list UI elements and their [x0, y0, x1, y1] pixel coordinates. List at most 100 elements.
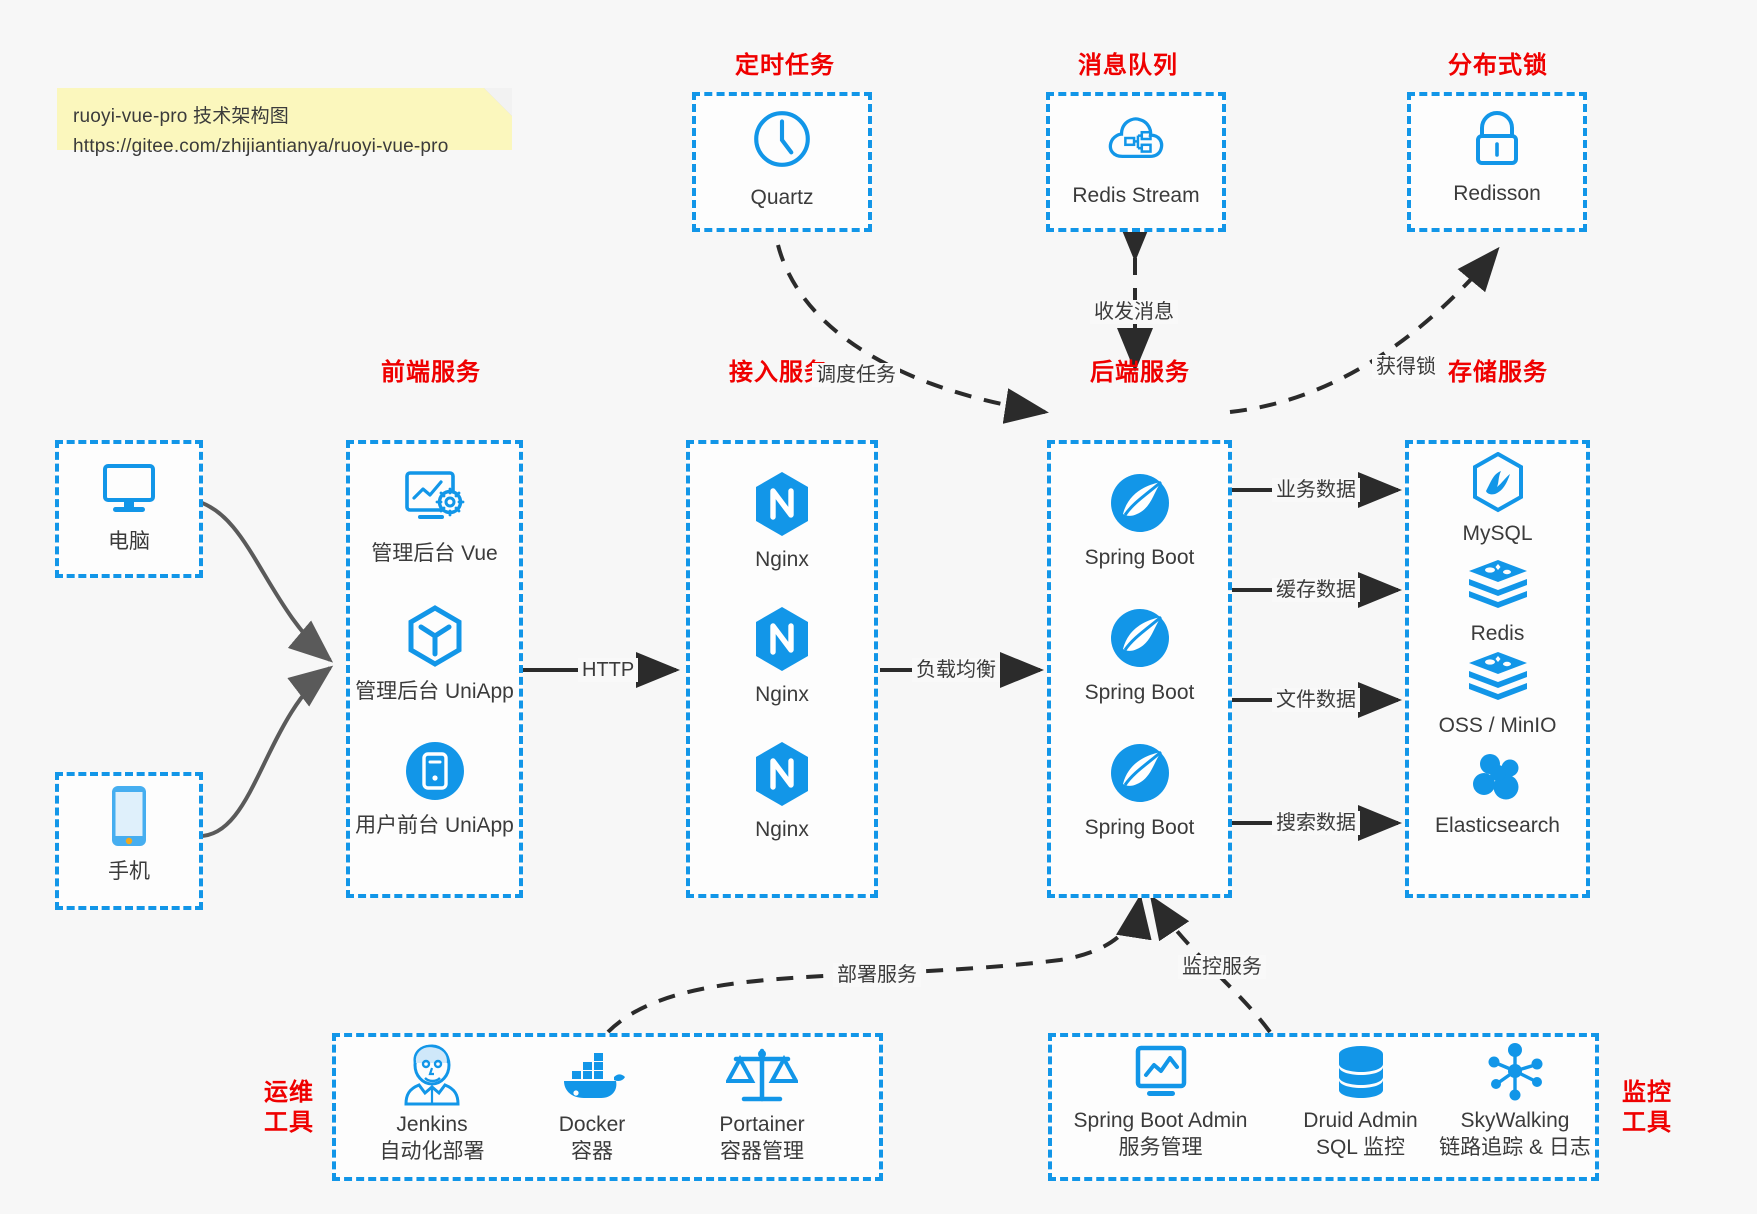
monitor-tool-druid-admin[interactable]: Druid Admin SQL 监控	[1273, 1043, 1448, 1162]
object-storage-icon	[1468, 652, 1527, 700]
node-user-uniapp[interactable]: 用户前台 UniApp	[346, 740, 523, 839]
nginx-icon	[756, 607, 808, 671]
monitor-tools-title-line2: 工具	[1622, 1109, 1672, 1136]
monitor-tool-name-skywalking: SkyWalking	[1460, 1109, 1570, 1132]
spring-boot-icon	[1110, 474, 1169, 532]
group-title-backend-service: 后端服务	[1090, 359, 1190, 386]
node-spring-boot-2[interactable]: Spring Boot	[1047, 605, 1232, 706]
node-label-nginx-3: Nginx	[755, 818, 809, 841]
node-label-admin-vue: 管理后台 Vue	[371, 542, 498, 565]
edge-label-acquire-lock: 获得锁	[1372, 355, 1440, 379]
skywalking-nodes-icon	[1488, 1043, 1543, 1101]
spring-boot-icon	[1110, 609, 1169, 667]
node-label-spring-boot-2: Spring Boot	[1084, 681, 1195, 704]
group-title-monitor-tools: 监控 工具	[1610, 1078, 1684, 1138]
note-fold	[484, 88, 512, 116]
ops-tool-name-jenkins: Jenkins	[396, 1113, 468, 1136]
node-label-redis-stream: Redis Stream	[1072, 184, 1200, 207]
edge-label-send-receive-message: 收发消息	[1090, 300, 1178, 324]
ops-tool-name-portainer: Portainer	[719, 1113, 805, 1136]
group-title-ops-tools: 运维 工具	[252, 1078, 326, 1138]
node-redisson[interactable]: Redisson	[1407, 106, 1587, 207]
diagram-note: ruoyi-vue-pro 技术架构图 https://gitee.com/zh…	[57, 88, 512, 157]
group-box-scheduled-task	[692, 92, 872, 232]
edge-label-schedule-task: 调度任务	[812, 363, 900, 387]
clock-icon	[754, 111, 810, 167]
node-label-nginx-2: Nginx	[755, 683, 809, 706]
edge-label-monitor-service: 监控服务	[1178, 955, 1266, 979]
node-label-user-uniapp: 用户前台 UniApp	[355, 814, 514, 837]
user-app-icon	[405, 742, 464, 800]
node-nginx-1[interactable]: Nginx	[686, 470, 878, 573]
node-label-nginx-1: Nginx	[755, 548, 809, 571]
node-computer[interactable]: 电脑	[55, 460, 203, 555]
group-title-message-queue: 消息队列	[1078, 52, 1178, 79]
ops-tool-jenkins[interactable]: Jenkins 自动化部署	[352, 1043, 512, 1166]
monitor-tool-skywalking[interactable]: SkyWalking 链路追踪 & 日志	[1420, 1043, 1610, 1162]
ops-tools-title-line1: 运维	[264, 1079, 314, 1106]
group-box-frontend-service	[346, 440, 523, 898]
ops-tool-docker[interactable]: Docker 容器	[512, 1043, 672, 1166]
elasticsearch-icon	[1472, 754, 1518, 800]
node-mysql[interactable]: MySQL	[1405, 452, 1590, 547]
ops-tool-name-docker: Docker	[558, 1113, 626, 1136]
monitor-tool-name-spring-boot-admin: Spring Boot Admin	[1073, 1109, 1248, 1132]
edge-label-file-data: 文件数据	[1272, 688, 1360, 712]
lock-icon	[1476, 111, 1518, 165]
group-title-scheduled-task: 定时任务	[735, 52, 835, 79]
edge-label-deploy-service: 部署服务	[833, 963, 921, 987]
desktop-computer-icon	[103, 464, 155, 512]
node-label-quartz: Quartz	[750, 186, 814, 209]
node-label-elasticsearch: Elasticsearch	[1435, 814, 1560, 837]
node-phone[interactable]: 手机	[55, 782, 203, 885]
edge-label-http: HTTP	[578, 658, 639, 682]
ops-tool-portainer[interactable]: Portainer 容器管理	[672, 1043, 852, 1166]
monitor-tool-spring-boot-admin[interactable]: Spring Boot Admin 服务管理	[1048, 1043, 1273, 1162]
mysql-icon	[1472, 452, 1523, 513]
node-label-phone: 手机	[108, 860, 150, 883]
node-label-redis: Redis	[1470, 622, 1525, 645]
edge-label-business-data: 业务数据	[1272, 478, 1360, 502]
node-elasticsearch[interactable]: Elasticsearch	[1405, 752, 1590, 839]
node-oss-minio[interactable]: OSS / MinIO	[1405, 650, 1590, 739]
node-redis[interactable]: Redis	[1405, 558, 1590, 647]
monitor-tool-desc-spring-boot-admin: 服务管理	[1118, 1136, 1203, 1159]
ops-tool-desc-docker: 容器	[571, 1140, 613, 1163]
node-admin-uniapp[interactable]: 管理后台 UniApp	[346, 604, 523, 705]
group-box-ops-tools	[332, 1033, 883, 1181]
node-label-mysql: MySQL	[1462, 522, 1533, 545]
mobile-phone-icon	[112, 786, 146, 846]
redis-icon	[1468, 560, 1527, 608]
spring-boot-icon	[1110, 744, 1169, 802]
portainer-scales-icon	[726, 1048, 798, 1102]
group-title-distributed-lock: 分布式锁	[1448, 52, 1548, 79]
note-url: https://gitee.com/zhijiantianya/ruoyi-vu…	[73, 136, 449, 157]
node-redis-stream[interactable]: Redis Stream	[1046, 110, 1226, 209]
node-label-computer: 电脑	[108, 530, 150, 553]
node-quartz[interactable]: Quartz	[692, 106, 872, 211]
node-label-redisson: Redisson	[1453, 182, 1541, 205]
node-spring-boot-3[interactable]: Spring Boot	[1047, 740, 1232, 841]
monitor-tool-desc-skywalking: 链路追踪 & 日志	[1439, 1136, 1591, 1159]
ops-tool-desc-portainer: 容器管理	[720, 1140, 804, 1163]
group-box-message-queue	[1046, 92, 1226, 232]
monitor-chart-icon	[1135, 1045, 1186, 1096]
ops-tool-desc-jenkins: 自动化部署	[379, 1140, 485, 1163]
ops-tools-title-line2: 工具	[264, 1109, 314, 1136]
edge-label-search-data: 搜索数据	[1272, 811, 1360, 835]
monitor-tools-title-line1: 监控	[1622, 1079, 1672, 1106]
monitor-tool-desc-druid-admin: SQL 监控	[1315, 1136, 1406, 1159]
node-nginx-2[interactable]: Nginx	[686, 605, 878, 708]
node-label-admin-uniapp: 管理后台 UniApp	[355, 680, 514, 703]
note-title: ruoyi-vue-pro 技术架构图	[73, 106, 290, 127]
node-label-spring-boot-3: Spring Boot	[1084, 816, 1195, 839]
database-icon	[1338, 1046, 1383, 1098]
jenkins-icon	[404, 1044, 460, 1106]
group-title-access-service: 接入服务	[729, 359, 829, 386]
node-nginx-3[interactable]: Nginx	[686, 740, 878, 843]
admin-dashboard-icon	[404, 471, 464, 519]
node-spring-boot-1[interactable]: Spring Boot	[1047, 470, 1232, 571]
node-admin-vue[interactable]: 管理后台 Vue	[346, 468, 523, 567]
edge-label-load-balance: 负载均衡	[912, 658, 1000, 682]
docker-icon	[564, 1053, 625, 1098]
